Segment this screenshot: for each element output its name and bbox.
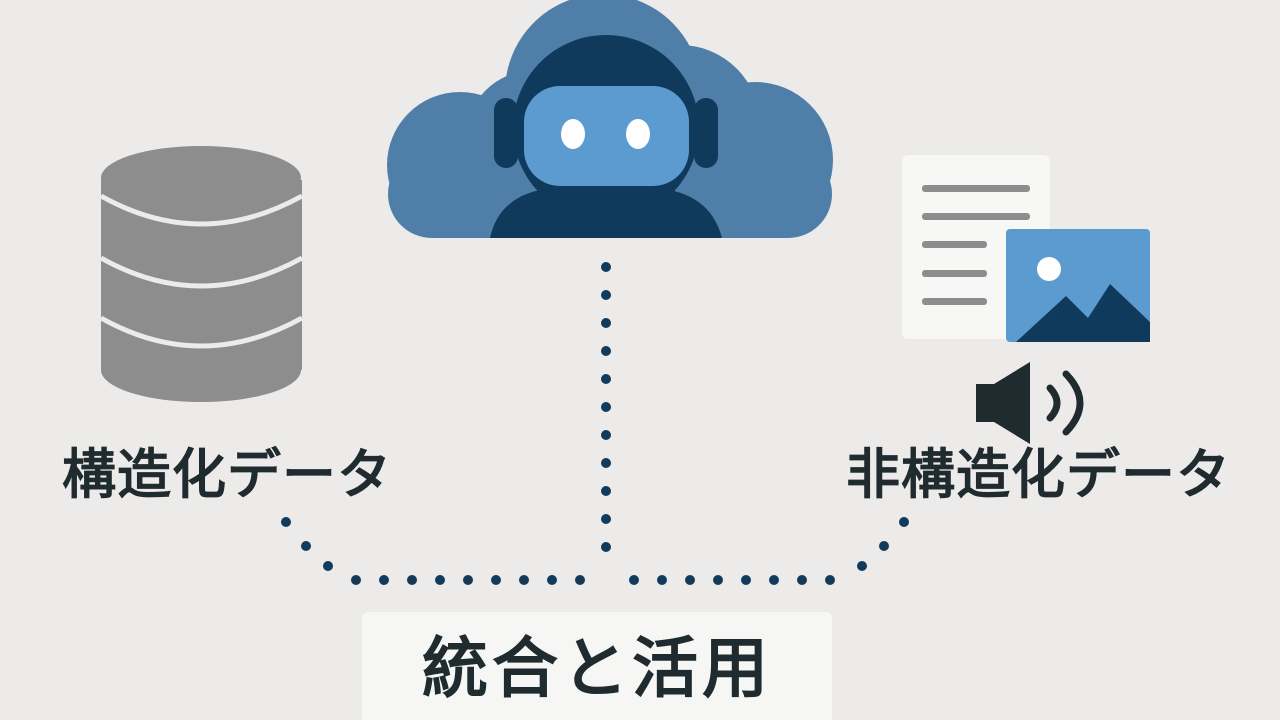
connector-dot xyxy=(301,541,311,551)
image-icon xyxy=(1006,229,1150,342)
connector-dot xyxy=(825,575,835,585)
connector-dot xyxy=(657,575,667,585)
connector-dot xyxy=(685,575,695,585)
connector-cloud xyxy=(601,262,611,552)
connector-dot xyxy=(601,486,611,496)
connector-dot xyxy=(769,575,779,585)
connector-dot xyxy=(601,290,611,300)
connector-dot xyxy=(351,575,361,585)
connector-dot xyxy=(435,575,445,585)
connector-left xyxy=(281,517,585,585)
database-icon xyxy=(99,146,304,402)
connector-dot xyxy=(575,575,585,585)
connector-dot xyxy=(601,346,611,356)
connector-dot xyxy=(601,430,611,440)
robot-icon xyxy=(490,35,722,238)
connector-dot xyxy=(741,575,751,585)
connector-dot xyxy=(407,575,417,585)
connector-dot xyxy=(797,575,807,585)
connector-dot xyxy=(857,561,867,571)
connector-right xyxy=(629,517,909,585)
connector-dot xyxy=(601,514,611,524)
connector-dot xyxy=(601,318,611,328)
integration-label: 統合と活用 xyxy=(422,630,772,707)
unstructured-data-label: 非構造化データ xyxy=(846,443,1231,506)
connector-dot xyxy=(629,575,639,585)
connector-dot xyxy=(519,575,529,585)
connector-dot xyxy=(491,575,501,585)
connector-dot xyxy=(547,575,557,585)
connector-dot xyxy=(601,458,611,468)
connector-dot xyxy=(601,262,611,272)
connector-dot xyxy=(601,542,611,552)
connector-dot xyxy=(899,517,909,527)
cloud-robot-icon xyxy=(387,0,833,238)
structured-data-label: 構造化データ xyxy=(62,443,392,506)
connector-dot xyxy=(463,575,473,585)
connector-dot xyxy=(879,541,889,551)
connector-dot xyxy=(713,575,723,585)
connector-dot xyxy=(601,374,611,384)
connector-dot xyxy=(281,517,291,527)
speaker-icon xyxy=(976,362,1084,444)
integration-box: 統合と活用 xyxy=(362,612,832,720)
connector-dot xyxy=(323,561,333,571)
connector-dot xyxy=(601,402,611,412)
connector-dot xyxy=(379,575,389,585)
